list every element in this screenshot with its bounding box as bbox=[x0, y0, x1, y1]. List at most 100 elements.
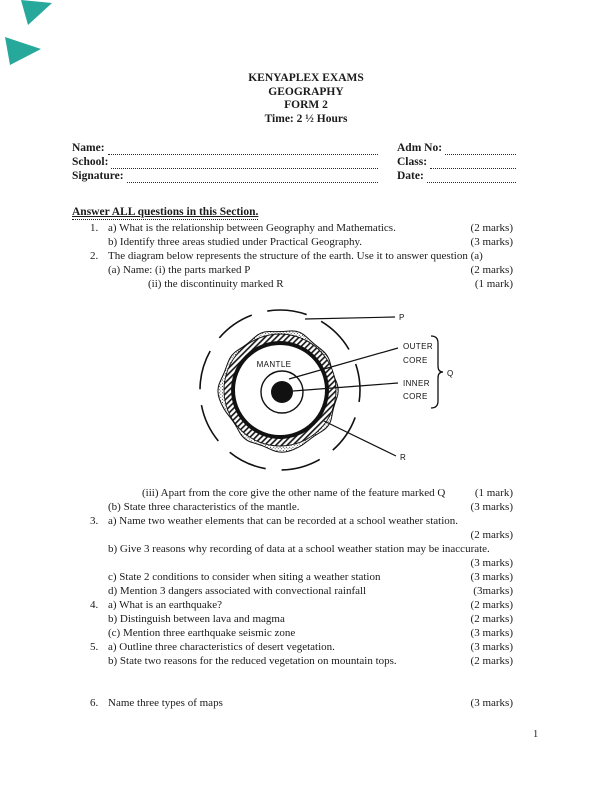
question-text: The diagram below represents the structu… bbox=[108, 250, 483, 262]
question-text: b) Give 3 reasons why recording of data … bbox=[108, 543, 490, 555]
student-info-row: Signature: Date: bbox=[72, 169, 518, 183]
field-right: Date: bbox=[397, 170, 518, 183]
student-info-block: Name: Adm No: School: Class: Signature: Date: bbox=[72, 141, 518, 183]
question-marks: (3marks) bbox=[473, 585, 513, 597]
field-label: Date: bbox=[397, 170, 424, 182]
field-label: Class: bbox=[397, 156, 428, 168]
question-marks: (3 marks) bbox=[470, 236, 513, 248]
exam-title: KENYAPLEX EXAMS bbox=[248, 72, 364, 84]
dotted-fill-line bbox=[445, 143, 516, 155]
question-marks: (2 marks) bbox=[470, 529, 513, 541]
exam-form: FORM 2 bbox=[284, 99, 328, 111]
q-brace bbox=[430, 335, 444, 409]
question-marks: (3 marks) bbox=[470, 557, 513, 569]
question-line: b) Give 3 reasons why recording of data … bbox=[72, 542, 518, 556]
field-left: School: bbox=[72, 156, 380, 169]
question-marks: (2 marks) bbox=[470, 222, 513, 234]
question-line: (ii) the discontinuity marked R (1 mark) bbox=[72, 277, 518, 291]
question-text: c) State 2 conditions to consider when s… bbox=[108, 571, 381, 583]
question-line: 4. a) What is an earthquake? (2 marks) bbox=[72, 598, 518, 612]
outer-core-label-line1: OUTER bbox=[403, 342, 433, 351]
mantle-label: MANTLE bbox=[257, 360, 292, 369]
field-label: Adm No: bbox=[397, 142, 443, 154]
question-text: a) Outline three characteristics of dese… bbox=[108, 641, 335, 653]
question-line: d) Mention 3 dangers associated with con… bbox=[72, 584, 518, 598]
leader-line-p bbox=[304, 316, 396, 320]
question-text: (c) Mention three earthquake seismic zon… bbox=[108, 627, 296, 639]
question-line: (2 marks) bbox=[72, 528, 518, 542]
field-left: Name: bbox=[72, 142, 380, 155]
question-line: (c) Mention three earthquake seismic zon… bbox=[72, 626, 518, 640]
inner-core-label-line2: CORE bbox=[403, 392, 428, 401]
question-number: 4. bbox=[90, 599, 99, 611]
page-number: 1 bbox=[533, 729, 539, 740]
earth-structure-diagram: MANTLE P OUTER CORE INNER CORE Q R bbox=[199, 309, 454, 471]
question-number: 5. bbox=[90, 641, 99, 653]
question-text: d) Mention 3 dangers associated with con… bbox=[108, 585, 367, 597]
field-left: Signature: bbox=[72, 170, 380, 183]
question-line: 5. a) Outline three characteristics of de… bbox=[72, 640, 518, 654]
outer-core-label-line2: CORE bbox=[403, 356, 428, 365]
question-text: b) Identify three areas studied under Pr… bbox=[108, 236, 363, 248]
corner-mark-icon bbox=[21, 0, 52, 25]
section-instruction-text: Answer ALL questions in this Section. bbox=[72, 206, 259, 220]
question-marks: (2 marks) bbox=[470, 655, 513, 667]
question-number: 3. bbox=[90, 515, 99, 527]
inner-core-label-line1: INNER bbox=[403, 379, 430, 388]
question-marks: (1 mark) bbox=[474, 487, 513, 499]
p-label: P bbox=[399, 313, 405, 322]
question-text: (a) Name: (i) the parts marked P bbox=[108, 264, 251, 276]
student-info-row: School: Class: bbox=[72, 155, 518, 169]
question-line: b) State two reasons for the reduced veg… bbox=[72, 654, 518, 668]
question-line: 3. a) Name two weather elements that can … bbox=[72, 514, 518, 528]
question-marks: (3 marks) bbox=[470, 697, 513, 709]
leader-line-r bbox=[323, 420, 397, 457]
dotted-fill-line bbox=[430, 157, 516, 169]
question-number: 2. bbox=[90, 250, 99, 262]
question-line: b) Distinguish between lava and magma (2 … bbox=[72, 612, 518, 626]
question-marks: (2 marks) bbox=[470, 599, 513, 611]
dotted-fill-line bbox=[107, 143, 378, 155]
dashed-outer-circle bbox=[199, 309, 361, 471]
question-line: 2. The diagram below represents the struc… bbox=[72, 249, 518, 263]
r-label: R bbox=[400, 453, 406, 462]
question-marks: (1 mark) bbox=[474, 278, 513, 290]
field-label: Signature: bbox=[72, 170, 124, 182]
question-line: c) State 2 conditions to consider when s… bbox=[72, 570, 518, 584]
corner-mark-icon bbox=[5, 37, 41, 65]
question-text: (ii) the discontinuity marked R bbox=[148, 278, 284, 290]
field-label: Name: bbox=[72, 142, 105, 154]
dotted-fill-line bbox=[426, 171, 516, 183]
exam-subject: GEOGRAPHY bbox=[268, 85, 344, 98]
section-instruction: Answer ALL questions in this Section. bbox=[72, 206, 259, 220]
question-text: a) What is an earthquake? bbox=[108, 599, 223, 611]
student-info-row: Name: Adm No: bbox=[72, 141, 518, 155]
question-text: b) Distinguish between lava and magma bbox=[108, 613, 285, 625]
question-text: a) Name two weather elements that can be… bbox=[108, 515, 459, 527]
question-number: 6. bbox=[90, 697, 99, 709]
question-text: (iii) Apart from the core give the other… bbox=[142, 487, 446, 499]
question-number: 1. bbox=[90, 222, 99, 234]
dotted-fill-line bbox=[111, 157, 378, 169]
leader-line-outer-core bbox=[288, 347, 399, 380]
question-text: (b) State three characteristics of the m… bbox=[108, 501, 300, 513]
field-label: School: bbox=[72, 156, 109, 168]
question-line: (b) State three characteristics of the m… bbox=[72, 500, 518, 514]
question-line: 6.Name three types of maps(3 marks) bbox=[72, 696, 518, 710]
q-label: Q bbox=[447, 369, 454, 378]
question-line: (3 marks) bbox=[72, 556, 518, 570]
dotted-fill-line bbox=[126, 171, 378, 183]
question-line: (a) Name: (i) the parts marked P(2 marks… bbox=[72, 263, 518, 277]
field-right: Class: bbox=[397, 156, 518, 169]
question-line: b) Identify three areas studied under Pr… bbox=[72, 235, 518, 249]
question-marks: (3 marks) bbox=[470, 641, 513, 653]
question-marks: (2 marks) bbox=[470, 613, 513, 625]
question-line: (iii) Apart from the core give the other… bbox=[72, 486, 518, 500]
question-text: a) What is the relationship between Geog… bbox=[108, 222, 396, 234]
question-line: 1. a) What is the relationship between Ge… bbox=[72, 221, 518, 235]
question-marks: (3 marks) bbox=[470, 501, 513, 513]
corner-marks bbox=[5, 0, 52, 65]
exam-time: Time: 2 ½ Hours bbox=[264, 112, 348, 125]
questions-block-1: 1. a) What is the relationship between Ge… bbox=[72, 221, 518, 291]
